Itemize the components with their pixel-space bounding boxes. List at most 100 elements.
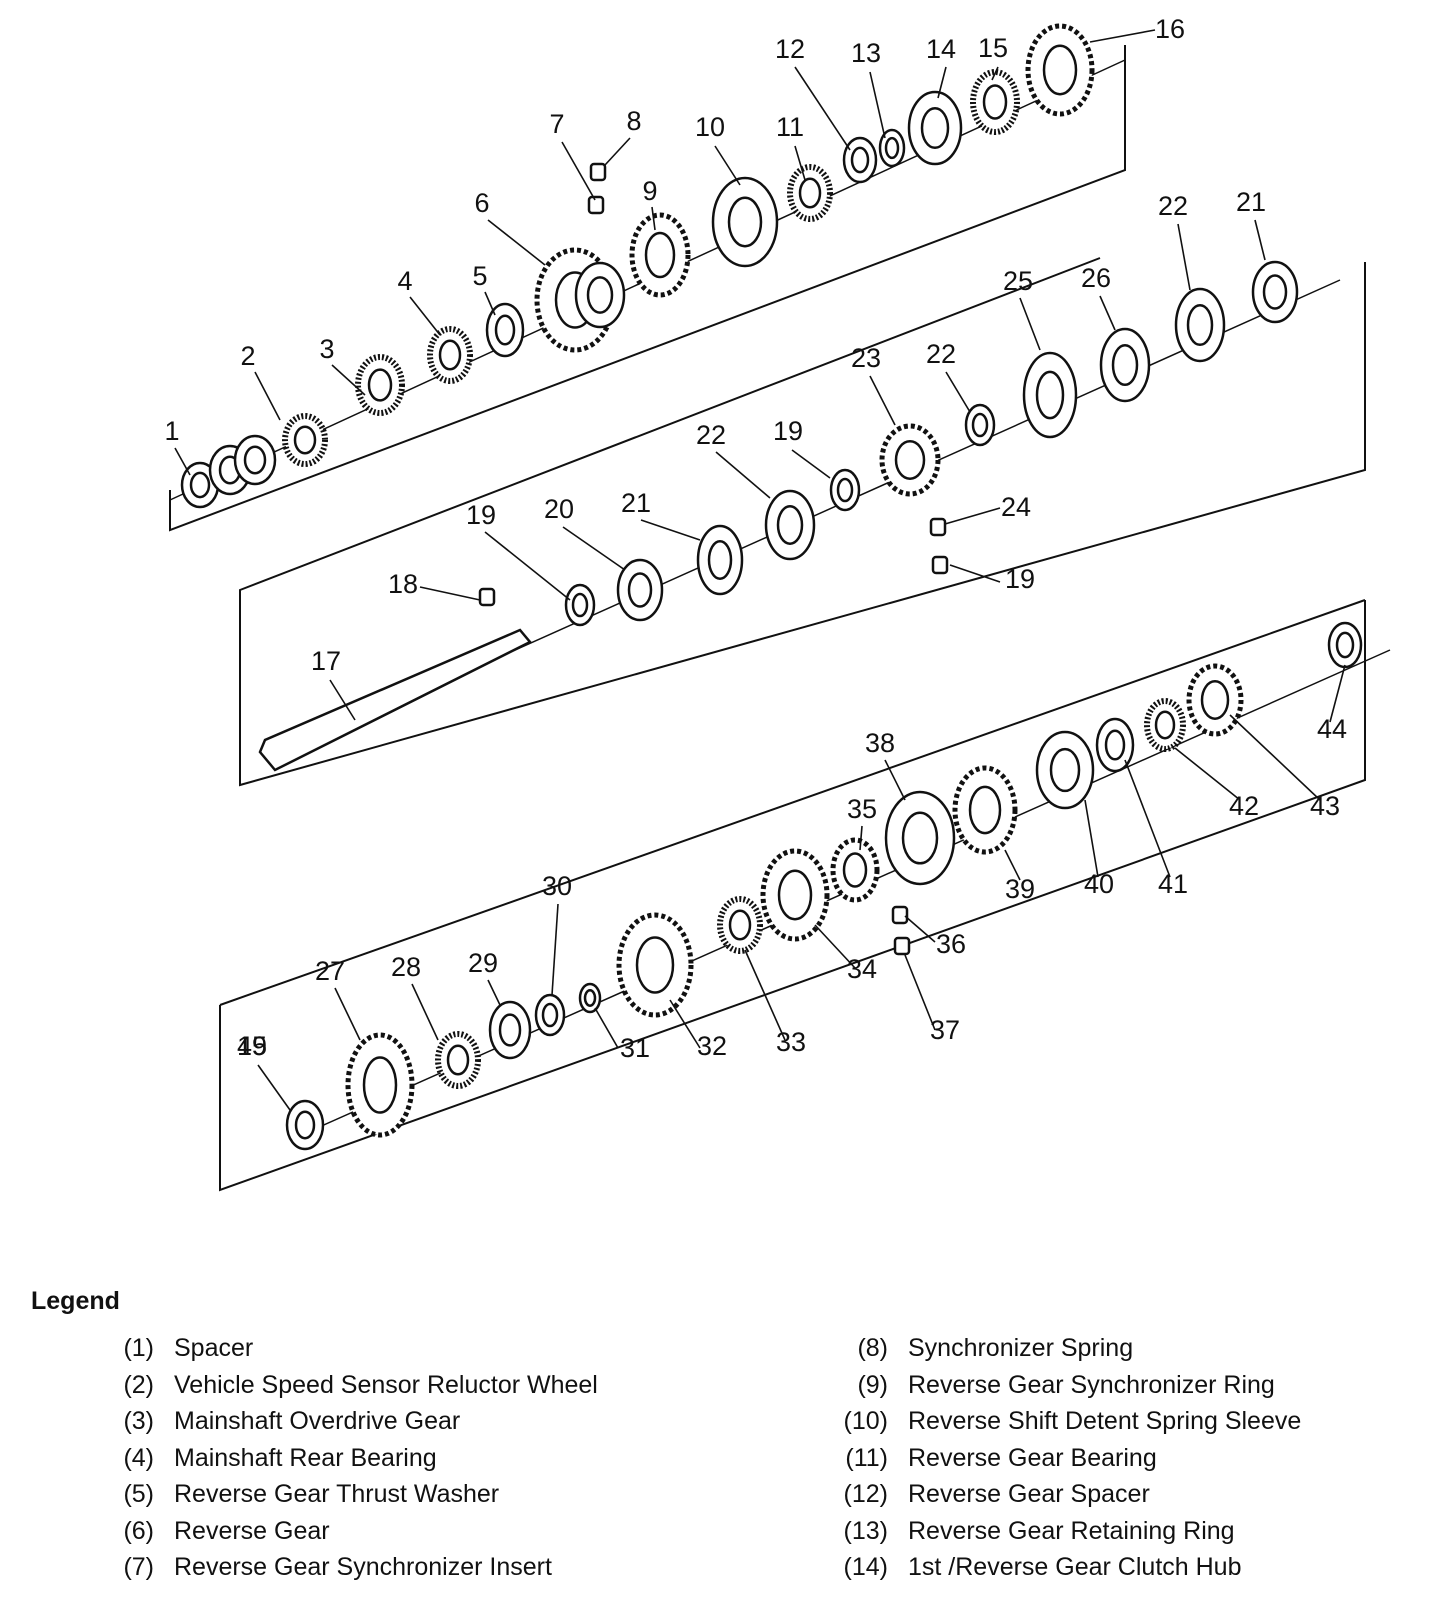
callout-15: 15 [978, 33, 1008, 63]
ring-part [485, 302, 525, 358]
legend-item-label: Reverse Shift Detent Spring Sleeve [908, 1407, 1302, 1435]
leader-line [944, 507, 1001, 525]
callout-14: 14 [926, 34, 956, 64]
ring-part [574, 261, 626, 329]
parts [180, 23, 1363, 1151]
leader-line [1229, 714, 1321, 801]
leader-line [174, 447, 191, 476]
leader-line [594, 1007, 619, 1049]
legend-item-number: (13) [843, 1516, 888, 1545]
callout-19: 19 [466, 500, 496, 530]
callout-23: 23 [851, 343, 881, 373]
mainshaft-part [258, 628, 532, 772]
legend-item-label: Reverse Gear Retaining Ring [908, 1516, 1235, 1545]
callout-20: 20 [544, 494, 574, 524]
ring-part [564, 583, 596, 627]
ring-part [1095, 717, 1135, 773]
ring-part [842, 136, 878, 184]
callout-45: 45 [237, 1031, 267, 1061]
legend-item-label: Mainshaft Overdrive Gear [174, 1407, 461, 1435]
legend-item: (4)Mainshaft Rear Bearing [96, 1440, 598, 1477]
ring-part [907, 90, 963, 166]
small-part [893, 936, 911, 956]
callout-19: 19 [773, 416, 803, 446]
legend-item: (12)Reverse Gear Spacer [830, 1476, 1301, 1513]
callout-2: 2 [240, 341, 255, 371]
gear-part [629, 212, 691, 298]
leader-line [551, 903, 559, 996]
ring-part [1327, 621, 1363, 669]
leader-line [1099, 295, 1116, 331]
panel-frames [169, 45, 1366, 1192]
legend-item-label: Reverse Gear Synchronizer Ring [908, 1370, 1275, 1399]
leader-line [640, 519, 701, 541]
leader-line [937, 66, 947, 99]
gear-part [616, 912, 694, 1018]
legend-item: (10)Reverse Shift Detent Spring Sleeve [830, 1403, 1302, 1440]
legend-item-number: (14) [843, 1553, 888, 1581]
callout-25: 25 [1003, 266, 1033, 296]
small-part [587, 195, 605, 215]
small-part [891, 905, 909, 925]
leader-line [1089, 29, 1156, 43]
bearing-part [435, 1031, 481, 1089]
bearing-part [787, 164, 833, 222]
callout-42: 42 [1229, 791, 1259, 821]
legend-item-label: Spacer [174, 1334, 254, 1362]
leader-line [331, 364, 366, 396]
leader-line [409, 296, 441, 336]
legend-item-number: (11) [845, 1443, 888, 1472]
callout-26: 26 [1081, 263, 1111, 293]
leader-line [562, 526, 626, 571]
sleeve-part [233, 434, 277, 486]
leader-line [1254, 219, 1266, 261]
leader-line [869, 375, 896, 426]
leader-line [1124, 759, 1171, 878]
leader-line [411, 983, 439, 1041]
bearing-part [427, 326, 473, 384]
callout-33: 33 [776, 1027, 806, 1057]
leader-line [949, 564, 1001, 583]
leader-line [651, 206, 656, 231]
leader-line [715, 451, 771, 499]
legend-item-label: Vehicle Speed Sensor Reluctor Wheel [174, 1370, 598, 1399]
leader-line [604, 137, 631, 166]
legend-item-number: (2) [123, 1370, 154, 1399]
callout-36: 36 [936, 929, 966, 959]
callout-31: 31 [620, 1033, 650, 1063]
leader-line [254, 371, 281, 421]
legend-item-label: Reverse Gear [174, 1516, 330, 1545]
legend-title: Legend [31, 1287, 120, 1315]
leader-line [904, 954, 936, 1031]
gear-part [879, 423, 941, 497]
legend-item-number: (4) [123, 1443, 154, 1472]
leader-line [1004, 849, 1021, 881]
legend-item: (13) Reverse Gear Retaining Ring [830, 1513, 1301, 1550]
callout-40: 40 [1084, 869, 1114, 899]
callout-29: 29 [468, 948, 498, 978]
small-part [589, 162, 607, 182]
legend-item-number: (1) [123, 1334, 154, 1362]
callout-10: 10 [695, 112, 725, 142]
callout-6: 6 [474, 188, 489, 218]
leader-line [669, 999, 701, 1049]
callout-17: 17 [311, 646, 341, 676]
leader-line [1019, 297, 1041, 351]
callout-22: 22 [696, 420, 726, 450]
leader-line [1084, 799, 1099, 878]
legend-item-label: Reverse Gear Thrust Washer [174, 1480, 500, 1508]
legend-item: (5)Reverse Gear Thrust Washer [96, 1476, 598, 1513]
legend-item-number: (12) [843, 1480, 888, 1508]
callout-11: 11 [776, 112, 804, 142]
callout-21: 21 [621, 488, 651, 518]
gear-part [952, 765, 1018, 855]
ring-part [964, 403, 996, 447]
bearing-part [970, 69, 1020, 135]
leader-line [859, 825, 863, 851]
leader-line [419, 586, 481, 601]
ring-part [1174, 287, 1226, 363]
bearing-part [717, 896, 763, 954]
callout-44: 44 [1317, 714, 1347, 744]
